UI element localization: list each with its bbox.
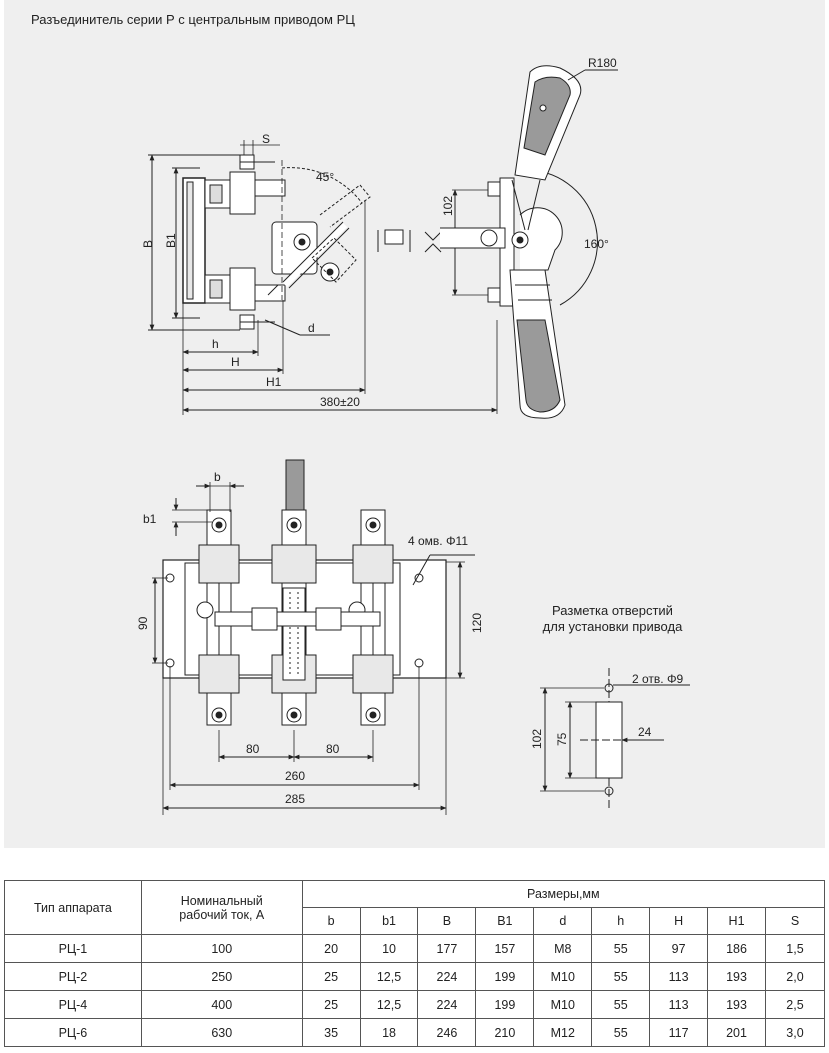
table-cell: 55 [591, 1018, 651, 1047]
marking-holes-label: 2 отв. Φ9 [632, 672, 684, 686]
marking-title-line1: Разметка отверстий [552, 603, 673, 618]
spec-table: Тип аппарата Номинальный рабочий ток, А … [4, 880, 826, 1047]
table-cell: 55 [591, 990, 651, 1019]
table-cell: 199 [475, 990, 535, 1019]
table-cell: 1,5 [765, 934, 825, 963]
dim-s-label: S [262, 132, 270, 146]
dim-d-label: d [308, 321, 315, 335]
subheader-cell: b [301, 907, 361, 935]
table-cell: 55 [591, 962, 651, 991]
table-cell: M10 [533, 990, 593, 1019]
header-current-line1: Номинальный [180, 893, 263, 908]
dim-285-label: 285 [285, 792, 305, 806]
subheader-cell: h [591, 907, 651, 935]
holes-front-label: 4 омв. Φ11 [408, 534, 468, 548]
dim-120-label: 120 [470, 613, 484, 633]
table-cell: 400 [140, 990, 303, 1019]
table-cell: 18 [359, 1018, 419, 1047]
subheader-cell: S [765, 907, 825, 935]
marking-102-label: 102 [530, 729, 544, 749]
header-current-line2: рабочий ток, А [179, 907, 265, 922]
table-cell: 157 [475, 934, 535, 963]
table-cell: 246 [417, 1018, 477, 1047]
table-row: РЦ-2 250 25 12,5 224 199 M10 55 113 193 … [4, 962, 825, 991]
table-cell: 25 [301, 990, 361, 1019]
table-cell: 224 [417, 962, 477, 991]
subheader-cell: d [533, 907, 593, 935]
dim-102-label: 102 [441, 196, 455, 216]
table-cell: 20 [301, 934, 361, 963]
table-cell: 117 [649, 1018, 709, 1047]
dim-90-label: 90 [136, 616, 150, 630]
table-cell: 186 [707, 934, 766, 963]
table-cell: 12,5 [359, 962, 419, 991]
table-cell: 193 [707, 962, 766, 991]
dim-b-label: B [141, 240, 155, 248]
table-cell: 224 [417, 990, 477, 1019]
marking-title-line2: для установки привода [542, 619, 683, 634]
dim-angle160-label: 160° [584, 237, 609, 251]
table-cell: M8 [533, 934, 593, 963]
page-title: Разъединитель серии Р с центральным прив… [31, 12, 355, 27]
table-row: РЦ-4 400 25 12,5 224 199 M10 55 113 193 … [4, 990, 825, 1019]
header-sizes: Размеры,мм [301, 880, 826, 908]
table-cell: M10 [533, 962, 593, 991]
header-current: Номинальный рабочий ток, А [140, 880, 303, 935]
dim-80a-label: 80 [246, 742, 260, 756]
marking-75-label: 75 [555, 732, 569, 746]
dim-H-label: H [231, 355, 240, 369]
table-cell: 10 [359, 934, 419, 963]
table-cell: 210 [475, 1018, 535, 1047]
table-cell: 113 [649, 962, 709, 991]
table-cell: 177 [417, 934, 477, 963]
table-cell: 55 [591, 934, 651, 963]
technical-drawing: S B B1 45° d h H H1 380±20 102 R180 160° [136, 56, 690, 815]
dim-260-label: 260 [285, 769, 305, 783]
dim-r180-label: R180 [588, 56, 617, 70]
table-cell: 113 [649, 990, 709, 1019]
marking-view [540, 668, 690, 810]
table-cell: 201 [707, 1018, 766, 1047]
dim-H1-label: H1 [266, 375, 282, 389]
front-view [152, 459, 475, 815]
dim-total-label: 380±20 [320, 395, 360, 409]
table-cell: 630 [140, 1018, 303, 1047]
table-cell: РЦ-4 [4, 990, 142, 1019]
table-cell: 199 [475, 962, 535, 991]
table-cell: 100 [140, 934, 303, 963]
header-type: Тип аппарата [4, 880, 142, 935]
drawing-panel [4, 0, 825, 848]
subheader-cell: B1 [475, 907, 535, 935]
table-cell: 35 [301, 1018, 361, 1047]
subheader-cell: b1 [359, 907, 419, 935]
table-cell: 250 [140, 962, 303, 991]
subheader-cell: B [417, 907, 477, 935]
table-cell: M12 [533, 1018, 593, 1047]
table-cell: 193 [707, 990, 766, 1019]
dim-h-label: h [212, 337, 219, 351]
dim-b1-label: B1 [164, 233, 178, 248]
dim-80b-label: 80 [326, 742, 340, 756]
dim-b1-front-label: b1 [143, 512, 157, 526]
subheader-cell: H [649, 907, 709, 935]
table-cell: 3,0 [765, 1018, 825, 1047]
marking-title: Разметка отверстий для установки привода [530, 603, 695, 635]
table-cell: 25 [301, 962, 361, 991]
marking-24-label: 24 [638, 725, 652, 739]
table-cell: 12,5 [359, 990, 419, 1019]
dim-angle45-label: 45° [316, 170, 334, 184]
table-cell: РЦ-2 [4, 962, 142, 991]
table-row: РЦ-1 100 20 10 177 157 M8 55 97 186 1,5 [4, 934, 825, 963]
table-cell: РЦ-6 [4, 1018, 142, 1047]
side-view [148, 65, 618, 419]
table-cell: 2,5 [765, 990, 825, 1019]
table-cell: 2,0 [765, 962, 825, 991]
subheader-cell: H1 [707, 907, 766, 935]
table-cell: РЦ-1 [4, 934, 142, 963]
table-row: РЦ-6 630 35 18 246 210 M12 55 117 201 3,… [4, 1018, 825, 1047]
table-cell: 97 [649, 934, 709, 963]
dim-b-front-label: b [214, 470, 221, 484]
